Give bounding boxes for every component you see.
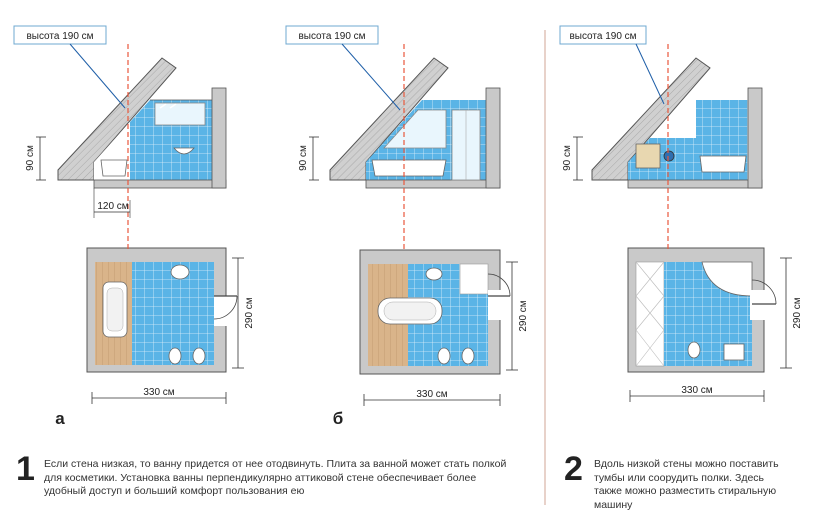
note-number-1: 1 (16, 450, 35, 488)
dim-depth-b: 290 см (518, 300, 529, 331)
dim-height-a: 90 см (25, 145, 36, 171)
drum-icon (663, 150, 675, 162)
door-swing-icon (487, 273, 511, 297)
plan-a (86, 247, 238, 373)
dim-width-c: 330 см (681, 385, 712, 396)
mirror-icon (154, 102, 206, 126)
bathtub-icon (699, 155, 747, 173)
washbasin-icon (173, 147, 195, 155)
panel-letter-a: а (55, 409, 65, 428)
washing-machine-icon (635, 143, 661, 169)
washbasin-icon (425, 267, 443, 281)
panel-letter-b: б (333, 409, 344, 428)
toilet-icon (168, 347, 182, 365)
dim-depth-a: 290 см (244, 297, 255, 328)
panel-c: высота 190 см 90 см 290 см 330 см (559, 25, 803, 402)
dim-width-a: 330 см (143, 387, 174, 398)
bathtub-icon (377, 297, 443, 325)
height-label-c: высота 190 см (569, 31, 636, 42)
height-label-b: высота 190 см (298, 31, 365, 42)
toilet-icon (437, 347, 451, 365)
mirror-icon (383, 109, 447, 149)
plan-c (627, 247, 777, 373)
washbasin-icon (723, 343, 745, 361)
plan-b (359, 249, 511, 375)
toilet-icon (687, 341, 701, 359)
bathtub-icon (102, 281, 128, 338)
panel-b: высота 190 см 90 см 290 см 330 см б (285, 25, 529, 428)
door-swing-icon (751, 279, 777, 305)
note-text-2: Вдоль низкой стены можно поставить тумбы… (594, 458, 779, 511)
dim-width-b: 330 см (416, 389, 447, 400)
bidet-icon (461, 347, 475, 365)
dim-height-b: 90 см (298, 145, 309, 171)
dim-depth-c: 290 см (792, 297, 803, 328)
door-swing-icon (213, 295, 238, 320)
section-c (591, 57, 763, 189)
panel-a: высота 190 см 90 см 120 см 290 см 330 см… (13, 25, 255, 428)
bathtub-icon (100, 159, 128, 177)
dim-height-c: 90 см (562, 145, 573, 171)
washbasin-icon (170, 264, 190, 280)
note-number-2: 2 (564, 450, 583, 488)
section-a (57, 57, 227, 189)
note-text-1: Если стена низкая, то ванну придется от … (44, 458, 507, 497)
bidet-icon (192, 347, 206, 365)
dim-low-a: 120 см (97, 201, 128, 212)
shower-icon (451, 109, 481, 181)
section-b (329, 57, 501, 189)
height-label-a: высота 190 см (26, 31, 93, 42)
bathtub-icon (371, 159, 447, 177)
